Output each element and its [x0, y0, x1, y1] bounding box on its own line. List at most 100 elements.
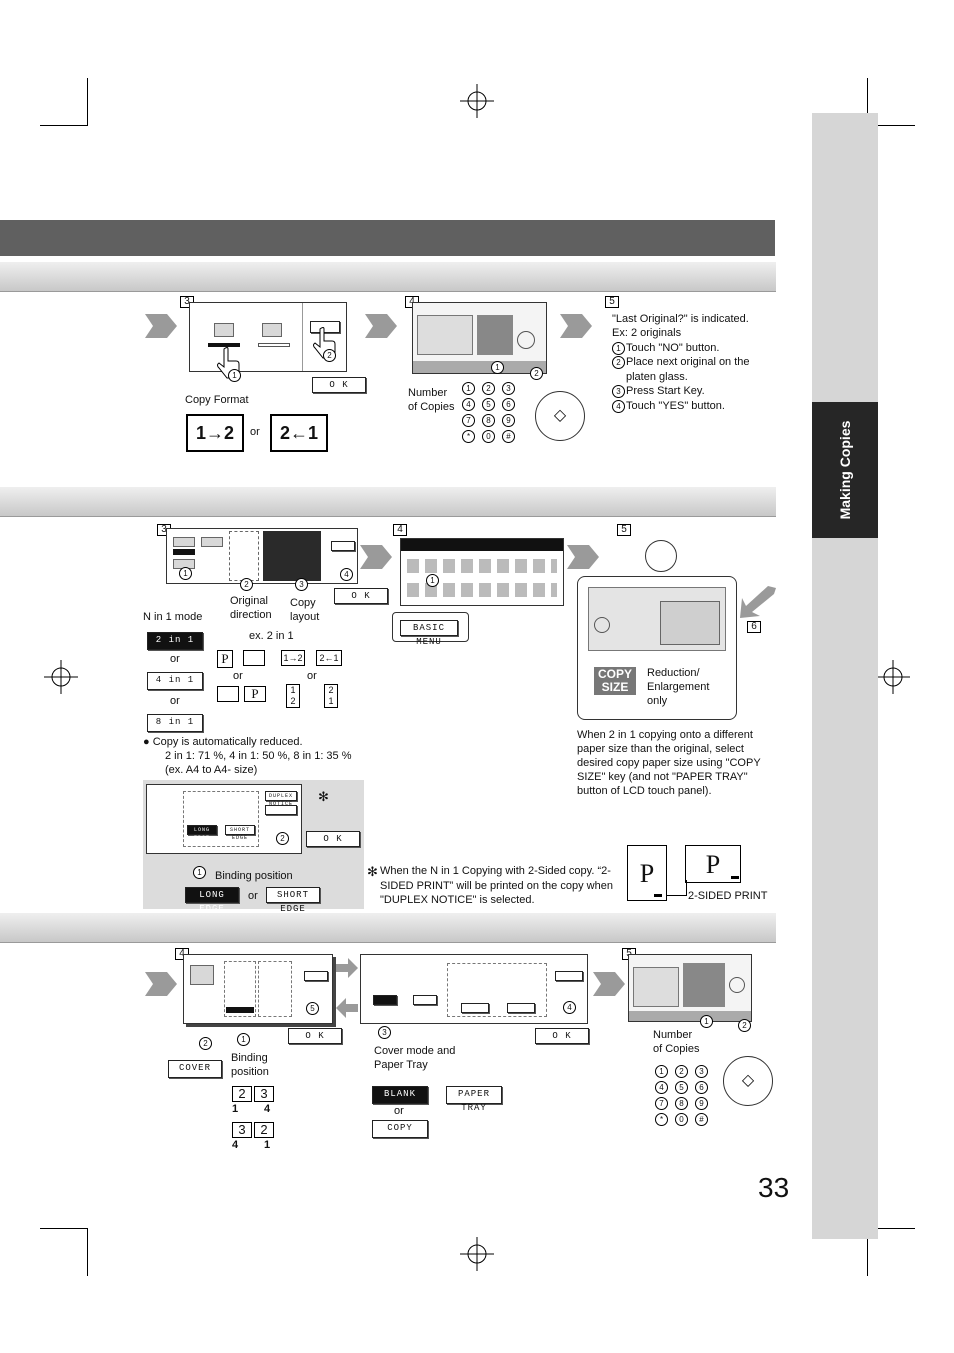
- close-button[interactable]: [331, 541, 355, 551]
- cover-icon[interactable]: [190, 965, 214, 985]
- cover-button[interactable]: COVER: [168, 1060, 222, 1078]
- basic-menu-button[interactable]: BASIC MENU: [400, 620, 458, 647]
- crop-mark: [867, 1228, 868, 1276]
- keypad-area: [683, 963, 725, 1007]
- short-edge-button[interactable]: SHORT EDGE: [266, 887, 320, 914]
- reduction-enlargement-label: Reduction/ Enlargement only: [647, 667, 710, 707]
- ok-button[interactable]: O K: [334, 588, 388, 604]
- ok-button[interactable]: O K: [535, 1028, 589, 1044]
- control-panel-zoom: COPY SIZE Reduction/ Enlargement only: [577, 576, 737, 720]
- long-edge-small[interactable]: LONG EDGE: [187, 825, 217, 841]
- callout-4: 4: [612, 400, 625, 413]
- key-4[interactable]: 4: [655, 1081, 668, 1094]
- blank-small[interactable]: [373, 995, 397, 1005]
- key-1[interactable]: 1: [462, 382, 475, 395]
- key-5[interactable]: 5: [675, 1081, 688, 1094]
- format-2to1-icon[interactable]: [262, 323, 282, 337]
- page-label: 4: [264, 1103, 271, 1115]
- lcd-screen: [660, 601, 720, 645]
- page-number: 33: [758, 1172, 790, 1203]
- cover-mode-label: Cover mode and Paper Tray: [374, 1045, 456, 1071]
- instruction-title: "Last Original?" is indicated.: [612, 313, 749, 325]
- key-hash[interactable]: #: [502, 430, 515, 443]
- blank-button[interactable]: BLANK: [372, 1086, 428, 1104]
- key-0[interactable]: 0: [482, 430, 495, 443]
- section-header-band: [0, 913, 776, 943]
- print-mark: [654, 894, 662, 897]
- next-arrow-icon: [567, 545, 599, 569]
- duplex-notice-button[interactable]: DUPLEX NOTICE: [265, 791, 297, 807]
- key-4[interactable]: 4: [462, 398, 475, 411]
- paper-tray-small[interactable]: [461, 1003, 489, 1013]
- ok-button[interactable]: O K: [312, 377, 366, 393]
- close-button[interactable]: [265, 805, 297, 815]
- swap-arrows-icon: [336, 958, 358, 1018]
- lcd-screen: [633, 967, 679, 1007]
- next-arrow-icon: [145, 314, 177, 338]
- or-label: or: [394, 1105, 404, 1117]
- control-panel-illustration: [628, 954, 752, 1022]
- menu-icons-row[interactable]: [407, 559, 557, 573]
- key-star[interactable]: *: [655, 1113, 668, 1126]
- key-2[interactable]: 2: [675, 1065, 688, 1078]
- callout-4: 4: [563, 1001, 576, 1014]
- key-3[interactable]: 3: [695, 1065, 708, 1078]
- mode-icon[interactable]: [173, 537, 195, 547]
- key-8[interactable]: 8: [675, 1097, 688, 1110]
- format-1to2-icon[interactable]: [214, 323, 234, 337]
- copy-size-key[interactable]: COPY SIZE: [594, 667, 636, 695]
- next-arrow-icon: [365, 314, 397, 338]
- registration-mark: [460, 84, 494, 118]
- close-button[interactable]: [310, 321, 340, 333]
- ok-button[interactable]: O K: [306, 831, 360, 847]
- key-1[interactable]: 1: [655, 1065, 668, 1078]
- start-key[interactable]: [729, 977, 745, 993]
- key-6[interactable]: 6: [502, 398, 515, 411]
- mode-2in1-button[interactable]: 2 in 1: [147, 632, 203, 650]
- callout-1: 1: [193, 866, 206, 879]
- copy-button[interactable]: COPY: [372, 1120, 428, 1138]
- paper-tray-small[interactable]: [507, 1003, 535, 1013]
- key-9[interactable]: 9: [695, 1097, 708, 1110]
- start-key-icon[interactable]: ◇: [535, 391, 585, 441]
- mode-icon[interactable]: [201, 537, 223, 547]
- start-key-icon[interactable]: ◇: [723, 1056, 773, 1106]
- close-button[interactable]: [304, 971, 328, 981]
- key-7[interactable]: 7: [462, 414, 475, 427]
- menu-icons-row[interactable]: [407, 583, 557, 597]
- or-label: or: [170, 695, 180, 707]
- page-label: 3: [254, 1086, 274, 1102]
- close-button[interactable]: [555, 971, 583, 981]
- registration-mark: [44, 660, 78, 694]
- copy-format-panel: 1 2: [189, 302, 347, 382]
- key-6[interactable]: 6: [695, 1081, 708, 1094]
- instruction-step: Touch "YES" button.: [626, 400, 725, 412]
- key-3[interactable]: 3: [502, 382, 515, 395]
- mode-8in1-button[interactable]: 8 in 1: [147, 714, 203, 732]
- number-of-copies-label: Number of Copies: [408, 387, 455, 413]
- key-9[interactable]: 9: [502, 414, 515, 427]
- long-edge-button[interactable]: LONG EDGE: [185, 887, 239, 914]
- copy-layout-label: Copy layout: [290, 597, 320, 623]
- crop-mark: [867, 1228, 915, 1229]
- key-hash[interactable]: #: [695, 1113, 708, 1126]
- copy-small[interactable]: [413, 995, 437, 1005]
- or-label: or: [248, 890, 258, 902]
- original-sheet-landscape-icon: [217, 686, 239, 702]
- key-8[interactable]: 8: [482, 414, 495, 427]
- ok-button[interactable]: O K: [288, 1028, 342, 1044]
- key-star[interactable]: *: [462, 430, 475, 443]
- start-key[interactable]: [517, 331, 535, 349]
- asterisk-mark: ✻: [367, 864, 378, 879]
- key-5[interactable]: 5: [482, 398, 495, 411]
- short-edge-small[interactable]: SHORT EDGE: [225, 825, 255, 841]
- key-0[interactable]: 0: [675, 1113, 688, 1126]
- callout-2: 2: [530, 367, 543, 380]
- asterisk-note: When the N in 1 Copying with 2-Sided cop…: [380, 865, 613, 906]
- next-arrow-icon: [593, 972, 625, 996]
- paper-tray-button[interactable]: PAPER TRAY: [446, 1086, 502, 1113]
- key-7[interactable]: 7: [655, 1097, 668, 1110]
- mode-4in1-button[interactable]: 4 in 1: [147, 672, 203, 690]
- layout-1to2-icon: 1→2: [281, 650, 305, 666]
- key-2[interactable]: 2: [482, 382, 495, 395]
